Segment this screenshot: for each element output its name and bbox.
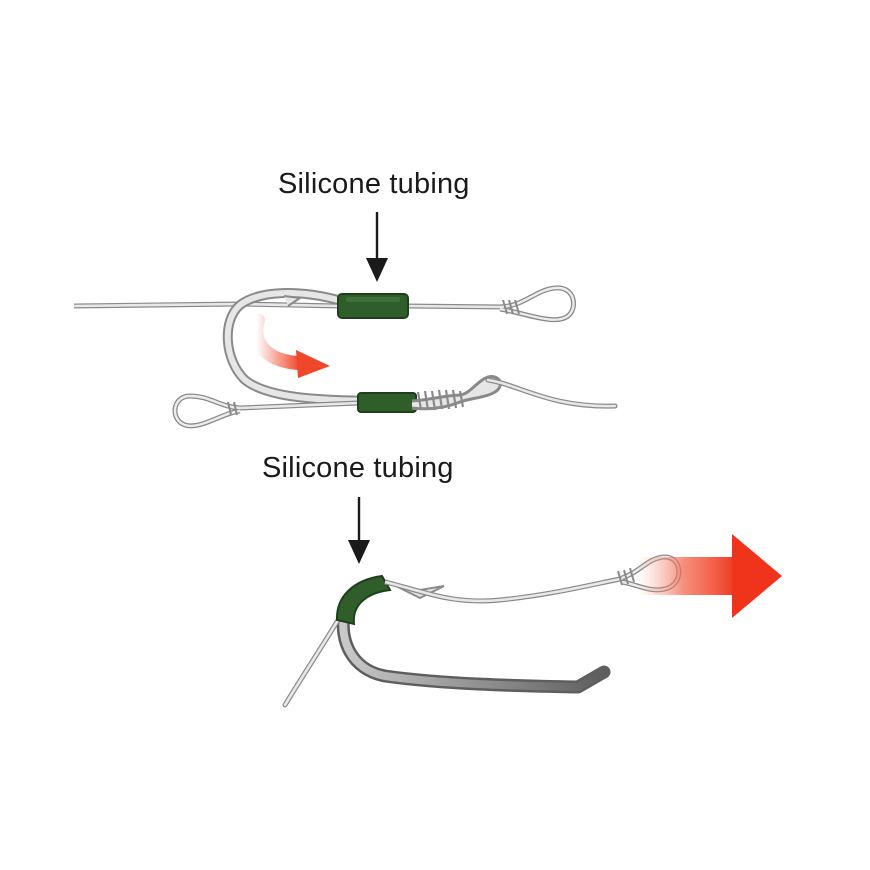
knot-wraps [411,375,618,411]
line-loop-lower-left [172,393,241,429]
pull-direction-arrow [638,534,782,618]
main-line-bottom [384,575,626,604]
silicone-tubing-label-bottom: Silicone tubing [262,452,454,484]
silicone-tubing-lower [357,392,417,413]
pointer-arrow-bottom [348,497,370,564]
curved-red-arrow [249,313,330,378]
silicone-tubing-label-top: Silicone tubing [278,168,470,200]
silicone-tubing-bottom [335,574,392,626]
hair-line-lower [239,400,359,411]
hair-line-bottom-left [282,609,346,708]
line-loop-top-right [499,285,577,323]
silicone-tubing-top [337,293,409,319]
hook-top [222,288,375,406]
pointer-arrow-top [366,212,388,282]
